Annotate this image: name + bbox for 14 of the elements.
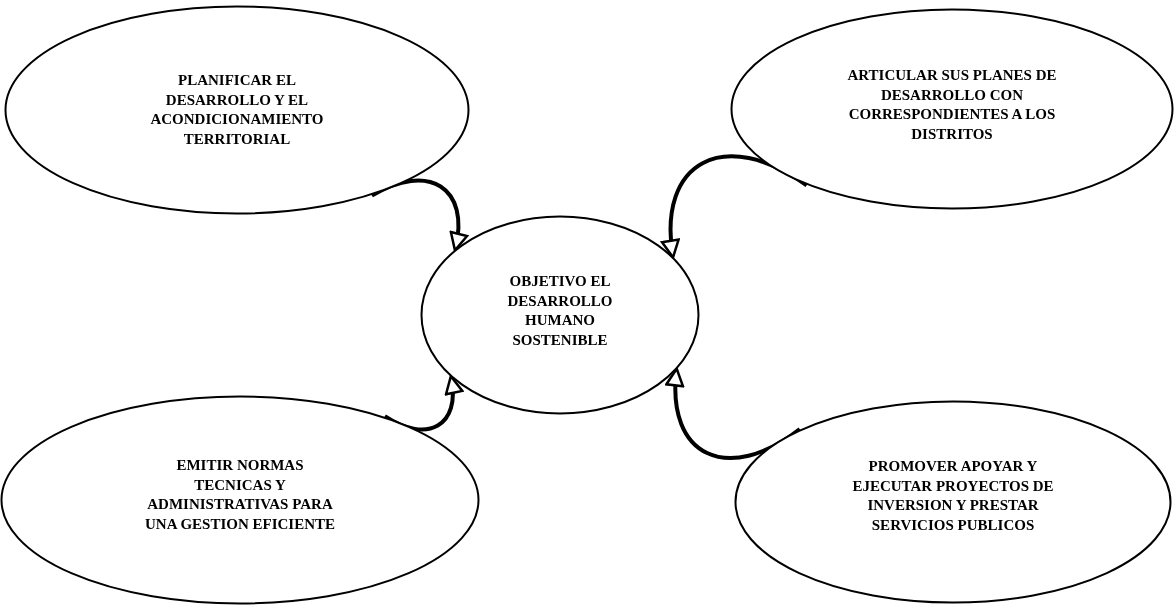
node-text: PLANIFICAR EL DESARROLLO Y EL ACONDICIONAMIENTO TERRITORIAL	[149, 71, 325, 149]
ellipse-node	[734, 400, 1172, 604]
node-text: ARTICULAR SUS PLANES DE DESARROLLO CON CORRESPONDIENTES A LOS DISTRITOS	[846, 66, 1058, 144]
ellipse-node	[420, 215, 700, 415]
node-text: EMITIR NORMAS TECNICAS Y ADMINISTRATIVAS PARA UNA GESTION EFICIENTE	[143, 456, 337, 534]
node-text: OBJETIVO EL DESARROLLO HUMANO SOSTENIBLE	[506, 272, 614, 350]
ellipse-node	[4, 5, 470, 215]
node-text: PROMOVER APOYAR Y EJECUTAR PROYECTOS DE INVERSION Y PRESTAR SERVICIOS PUBLICOS	[851, 457, 1055, 535]
curved-arrow	[666, 367, 801, 460]
ellipse-node	[0, 395, 480, 605]
curved-arrow	[661, 154, 808, 259]
curved-arrow	[370, 178, 468, 252]
ellipse-node	[730, 8, 1174, 210]
curved-arrow	[383, 375, 463, 432]
